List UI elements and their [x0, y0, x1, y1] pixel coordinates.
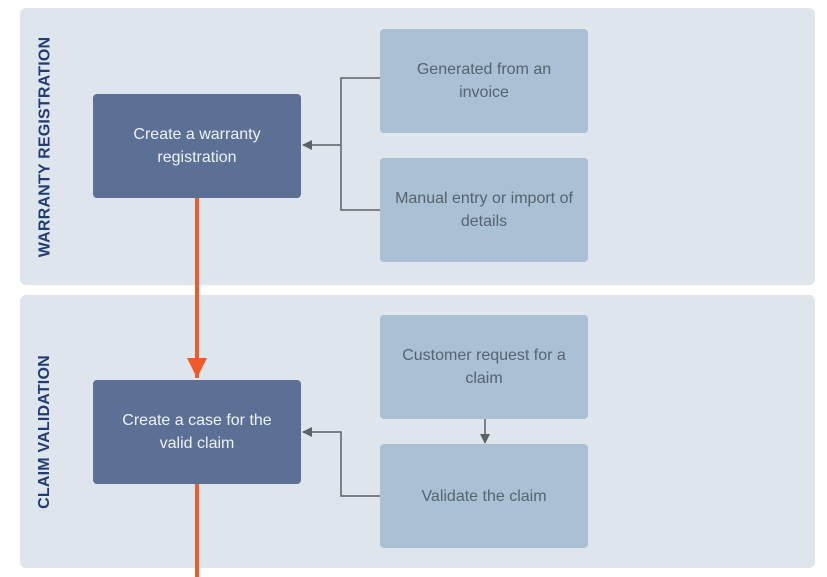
step-create-warranty-registration: Create a warranty registration [93, 94, 301, 198]
input-manual-entry-or-import: Manual entry or import of details [380, 158, 588, 262]
lane-label-warranty-registration: WARRANTY REGISTRATION [36, 36, 53, 257]
step-create-case-valid-claim: Create a case for the valid claim [93, 380, 301, 484]
input-generated-from-invoice: Generated from an invoice [380, 29, 588, 133]
input-validate-the-claim: Validate the claim [380, 444, 588, 548]
input-customer-request-for-claim: Customer request for a claim [380, 315, 588, 419]
lane-label-claim-validation: CLAIM VALIDATION [36, 354, 54, 509]
